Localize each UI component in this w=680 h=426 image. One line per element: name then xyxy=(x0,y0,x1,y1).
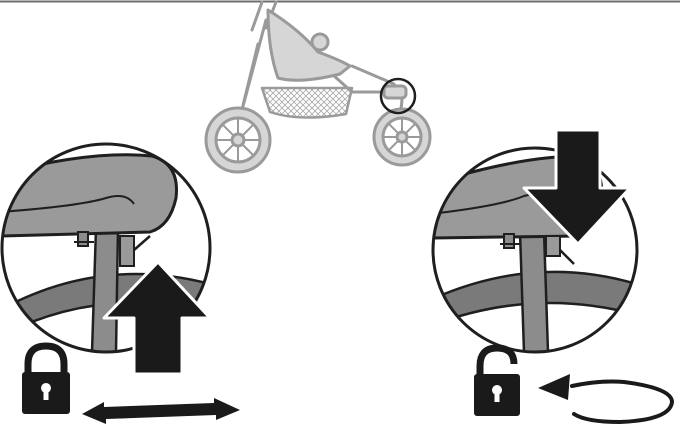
stroller-front-mount xyxy=(382,84,408,100)
stroller-overview xyxy=(204,0,432,174)
right-detail-circle xyxy=(431,146,639,354)
stroller-seat xyxy=(266,8,352,82)
left-lock-pin xyxy=(74,231,151,267)
left-detail-view xyxy=(0,142,212,376)
down-arrow xyxy=(522,128,632,246)
up-arrow xyxy=(102,260,212,376)
left-fender-edge xyxy=(2,195,135,213)
closed-padlock-icon xyxy=(22,342,70,414)
right-lock-pin xyxy=(500,233,575,265)
front-wheel-lock-highlight xyxy=(379,77,417,115)
stroller-rear-wheel xyxy=(204,106,272,174)
circular-swivel-arrow-icon xyxy=(538,374,675,425)
stroller-front-wheel xyxy=(372,107,432,167)
right-detail-view xyxy=(431,128,639,354)
open-padlock-icon xyxy=(474,344,520,416)
straight-double-arrow-icon xyxy=(82,398,240,424)
left-fork-leg xyxy=(90,226,120,352)
stroller-cup xyxy=(310,32,330,52)
right-fork-leg xyxy=(518,230,550,352)
left-fender xyxy=(2,153,178,238)
stroller-basket xyxy=(260,86,354,119)
left-detail-circle xyxy=(0,142,212,354)
